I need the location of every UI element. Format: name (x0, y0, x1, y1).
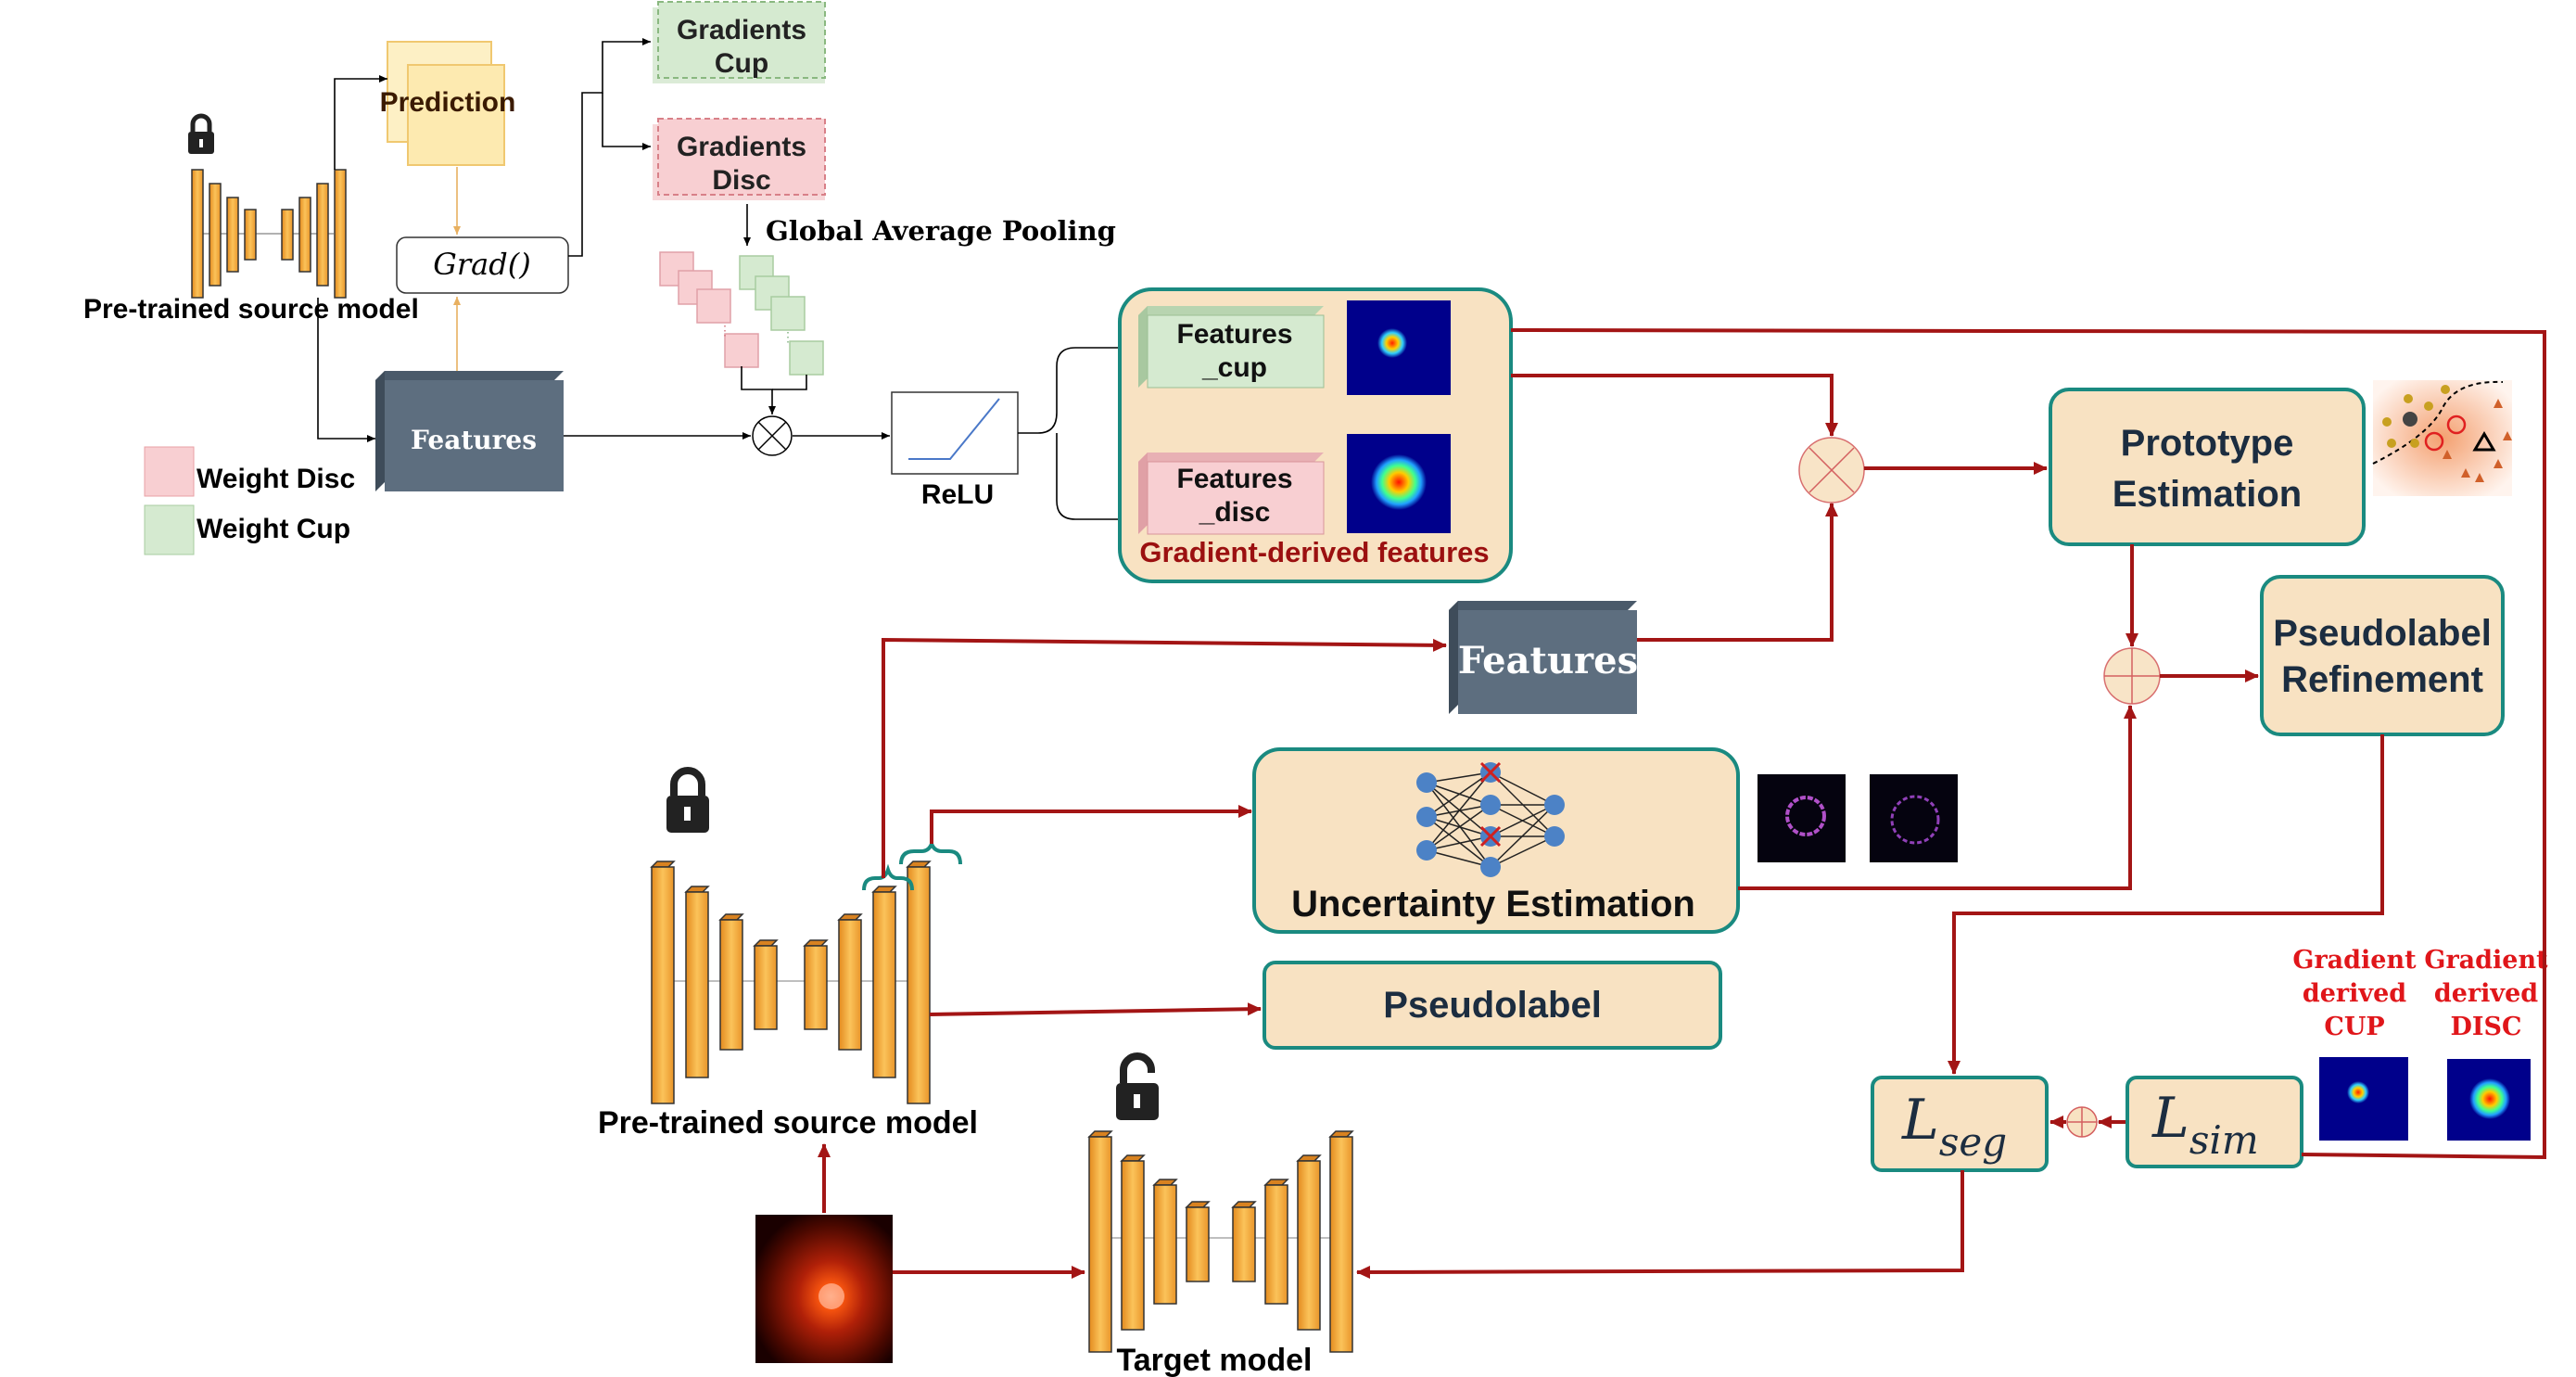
svg-text:Gradients: Gradients (677, 132, 806, 162)
plus-node-loss (2066, 1106, 2098, 1138)
lock-icon-top (188, 113, 214, 154)
features-block-top: Features (375, 371, 564, 491)
legend-weight-cup: Weight Cup (197, 514, 350, 544)
svg-text:⋮: ⋮ (781, 331, 794, 345)
l-seg-box (1871, 1076, 2049, 1172)
gradients-disc-box: Gradients Disc (653, 118, 826, 200)
target-model-label: Target model (1117, 1343, 1313, 1377)
svg-text:Features: Features (1176, 464, 1292, 494)
l-sim-box (2126, 1076, 2303, 1168)
svg-text:Estimation: Estimation (2113, 474, 2302, 515)
svg-text:Gradient: Gradient (2292, 946, 2417, 975)
svg-text:Disc: Disc (712, 165, 770, 196)
top-connectors (317, 38, 1138, 523)
svg-text:DISC: DISC (2450, 1013, 2521, 1041)
relu-box (891, 391, 1019, 475)
gradients-cup-box: Gradients Cup (653, 1, 826, 83)
gradient-derived-features-caption: Gradient-derived features (1139, 536, 1489, 568)
pretrained-source-model-bottom-label: Pre-trained source model (598, 1105, 978, 1141)
pseudolabel-box (1263, 961, 1722, 1050)
neural-network-icon (1416, 761, 1565, 877)
prototype-illustration (2372, 380, 2512, 496)
features-disc-block: Features _disc (1138, 453, 1325, 535)
target-model-icon (1087, 1130, 1354, 1353)
pretrained-source-model-top-label: Pre-trained source model (83, 294, 419, 325)
l-seg-label: Lseg (1901, 1088, 2007, 1165)
features-block-center: Features (1449, 601, 1638, 714)
svg-text:derived: derived (2303, 979, 2406, 1008)
unlock-icon (1116, 1052, 1159, 1120)
global-average-pooling-label: Global Average Pooling (766, 215, 1116, 247)
grad-box (396, 236, 569, 294)
disc-heatmap (1347, 434, 1451, 533)
multiply-node-top (752, 415, 793, 456)
fundus-image (755, 1215, 893, 1363)
red-connectors (818, 328, 2546, 1279)
pseudolabel-refinement-label: Pseudolabel (2273, 613, 2492, 654)
gradient-derived-cup-label: Gradient derived CUP (2292, 946, 2417, 1041)
svg-text:Gradients: Gradients (677, 15, 806, 45)
l-sim-label: Lsim (2151, 1086, 2259, 1163)
gradient-cup-heatmap-small (2319, 1057, 2408, 1141)
svg-text:Gradient: Gradient (2424, 946, 2548, 975)
lock-icon-bottom (666, 767, 709, 833)
features-cup-block: Features _cup (1138, 306, 1325, 389)
features-top-label: Features (411, 425, 537, 455)
relu-label: ReLU (921, 479, 994, 510)
prediction-box: Prediction (380, 41, 516, 166)
legend-disc-swatch (144, 446, 195, 497)
gradient-derived-disc-label: Gradient derived DISC (2424, 946, 2548, 1041)
svg-text:Refinement: Refinement (2281, 659, 2483, 700)
cup-heatmap (1347, 300, 1451, 395)
features-center-label: Features (1458, 639, 1638, 682)
plus-node-center (2103, 647, 2161, 705)
svg-text:Cup: Cup (715, 48, 768, 79)
svg-text:CUP: CUP (2324, 1013, 2384, 1041)
svg-text:_disc: _disc (1199, 497, 1271, 528)
prototype-estimation-box (2049, 388, 2366, 546)
uncertainty-estimation-label: Uncertainty Estimation (1291, 884, 1695, 924)
legend-weight-disc: Weight Disc (197, 464, 355, 494)
prediction-label: Prediction (380, 87, 516, 118)
source-model-top-icon (191, 169, 347, 299)
svg-text:Features: Features (1176, 319, 1292, 350)
multiply-node-right (1798, 437, 1865, 504)
legend-cup-swatch (144, 504, 195, 555)
svg-text:derived: derived (2434, 979, 2538, 1008)
svg-text:_cup: _cup (1201, 352, 1267, 383)
uncertainty-map-2 (1870, 774, 1958, 862)
pseudolabel-refinement-box (2260, 575, 2505, 736)
pseudolabel-label: Pseudolabel (1383, 985, 1602, 1026)
grad-label: Grad() (433, 247, 530, 282)
prototype-estimation-label: Prototype (2121, 423, 2294, 464)
svg-text:⋮: ⋮ (718, 325, 731, 338)
source-model-bottom-icon (650, 861, 932, 1104)
gradient-disc-heatmap-small (2447, 1059, 2531, 1141)
uncertainty-map-1 (1758, 774, 1846, 862)
pooled-weights: ⋮ ⋮ (659, 251, 824, 376)
